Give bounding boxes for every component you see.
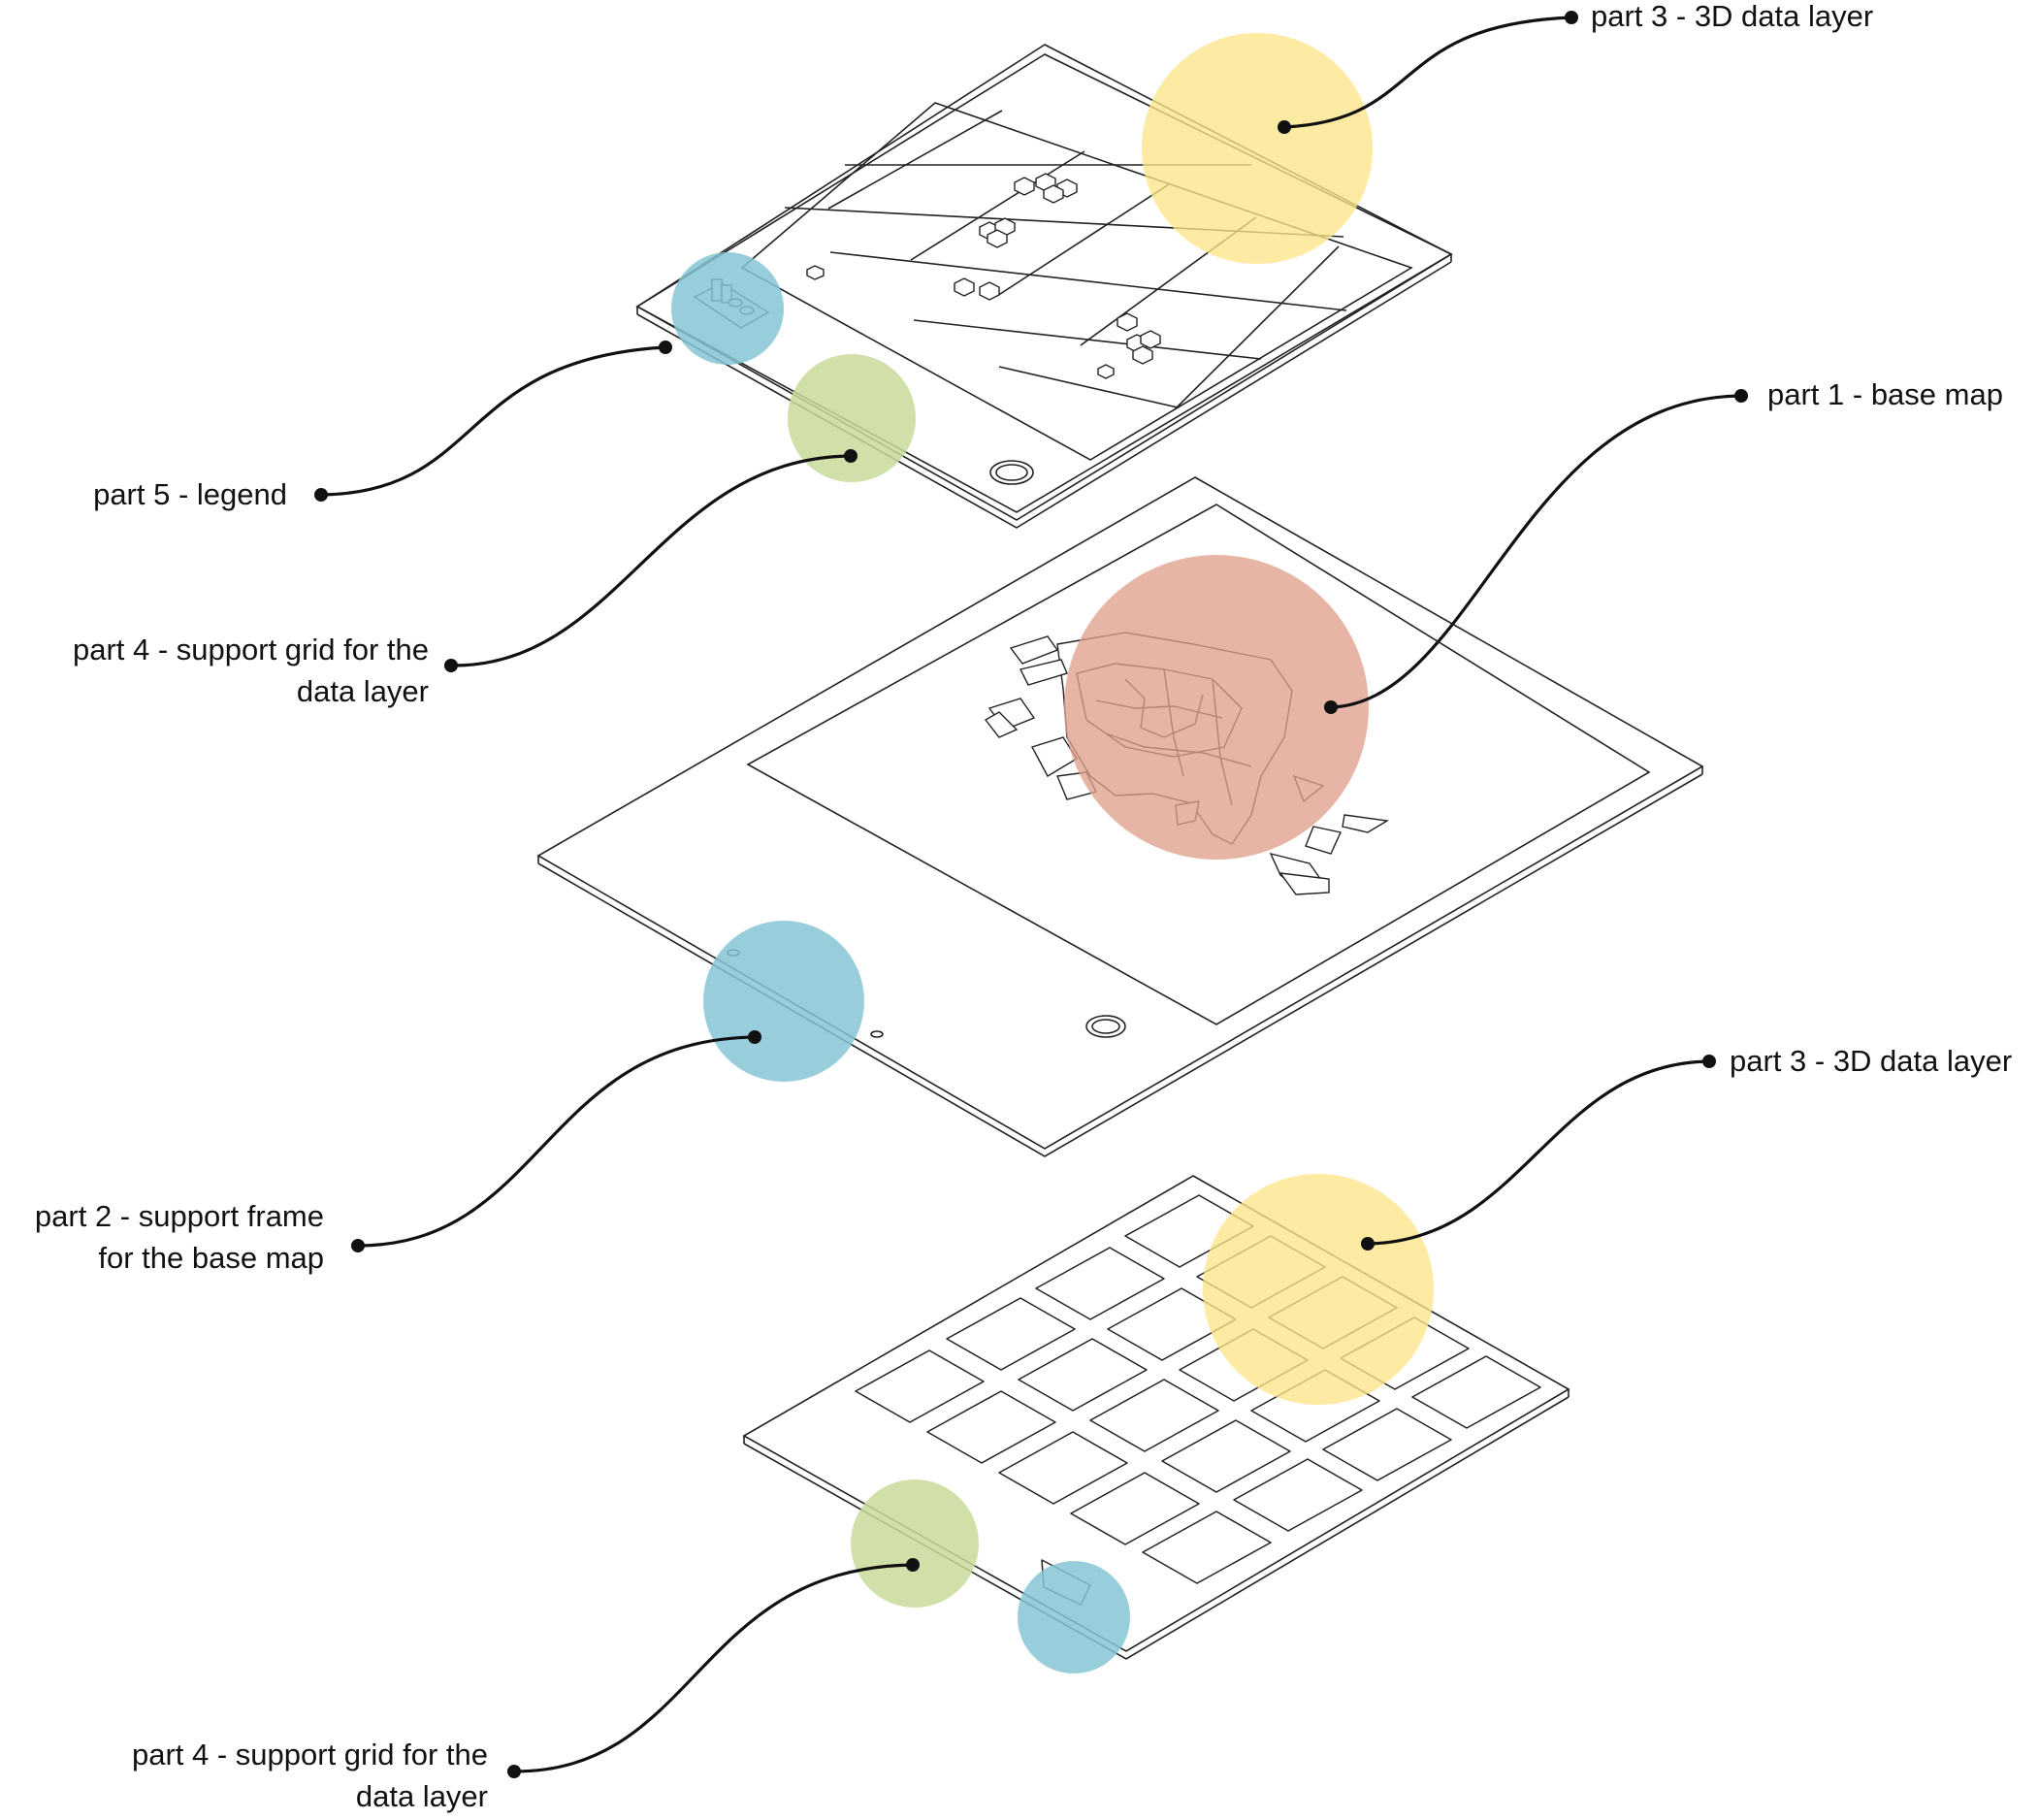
leader-base-map	[1329, 394, 1743, 709]
label-base-map: part 1 - base map	[1767, 377, 2003, 411]
label-support-frame-line-1: part 2 - support frame	[34, 1199, 324, 1233]
lower-support-grid-highlight	[851, 1479, 979, 1608]
bottom-data-layer-highlight	[1203, 1174, 1434, 1405]
label-upper-support-grid-line-1: part 4 - support grid for the	[72, 633, 429, 666]
highlight-circles	[671, 33, 1434, 1674]
leader-bottom-data-layer	[1366, 1059, 1711, 1246]
leader-legend	[319, 345, 667, 497]
leader-support-frame	[356, 1035, 757, 1248]
leader-dots	[314, 11, 1748, 1778]
leader-lines	[319, 16, 1743, 1773]
leader-top-data-layer	[1282, 16, 1573, 129]
leader-lower-support-grid	[512, 1563, 915, 1773]
label-upper-support-grid: part 4 - support grid for the data layer	[73, 629, 429, 712]
support-frame-highlight	[703, 921, 864, 1082]
top-data-blocks	[806, 173, 1161, 379]
label-support-frame-line-2: for the base map	[98, 1241, 324, 1275]
label-legend: part 5 - legend	[93, 477, 287, 511]
label-upper-support-grid-line-2: data layer	[296, 674, 429, 708]
label-lower-support-grid-line-1: part 4 - support grid for the	[131, 1738, 488, 1771]
upper-support-grid-highlight	[788, 354, 916, 482]
base-map-highlight	[1064, 555, 1369, 860]
label-lower-support-grid-line-2: data layer	[355, 1779, 488, 1813]
lower-legend-highlight	[1018, 1561, 1130, 1674]
legend-highlight	[671, 252, 784, 365]
label-lower-support-grid: part 4 - support grid for the data layer	[132, 1734, 488, 1817]
top-data-layer-highlight	[1142, 33, 1373, 264]
leader-upper-support-grid	[449, 454, 853, 667]
label-support-frame: part 2 - support frame for the base map	[35, 1195, 324, 1279]
label-bottom-data-layer: part 3 - 3D data layer	[1730, 1044, 2013, 1078]
label-top-data-layer: part 3 - 3D data layer	[1591, 0, 1874, 33]
